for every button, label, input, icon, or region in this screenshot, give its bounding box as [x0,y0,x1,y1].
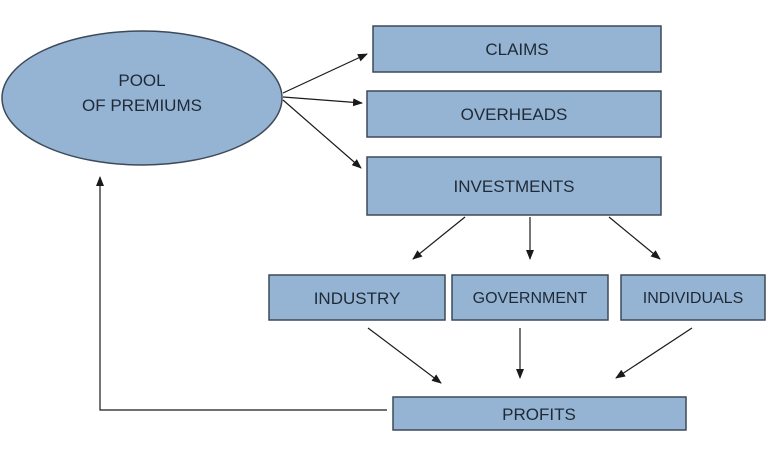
individuals-box [620,274,766,321]
overheads-box [366,90,662,138]
edge-pool-to-investments [282,99,362,169]
investments-box [366,156,662,216]
edges [96,53,693,411]
node-industry: INDUSTRY [268,274,446,321]
edge-pool-to-claims [282,53,368,94]
node-pool-of-premiums: POOL OF PREMIUMS [1,30,283,166]
node-individuals: INDIVIDUALS [620,274,766,321]
edge-profits-to-pool [96,176,387,411]
pool-label-line1: POOL [118,71,165,90]
profits-label: PROFITS [502,405,576,424]
edge-industry-to-profits [367,327,442,384]
individuals-label: INDIVIDUALS [643,290,743,307]
government-label: GOVERNMENT [473,290,588,307]
node-claims: CLAIMS [372,25,662,73]
node-profits: PROFITS [392,396,687,431]
claims-box [372,25,662,73]
node-government: GOVERNMENT [451,274,609,321]
overheads-label: OVERHEADS [461,105,568,124]
pool-ellipse [1,30,283,166]
pool-label-line2: OF PREMIUMS [82,96,202,115]
edge-individuals-to-profits [615,327,693,379]
profits-box [392,396,687,431]
node-investments: INVESTMENTS [366,156,662,216]
industry-label: INDUSTRY [314,289,401,308]
edge-investments-to-individuals [608,216,661,260]
industry-box [268,274,446,321]
edge-pool-to-overheads [282,96,363,107]
node-overheads: OVERHEADS [366,90,662,138]
claims-label: CLAIMS [485,40,548,59]
edge-investments-to-industry [412,216,466,260]
government-box [451,274,609,321]
investments-label: INVESTMENTS [454,177,575,196]
